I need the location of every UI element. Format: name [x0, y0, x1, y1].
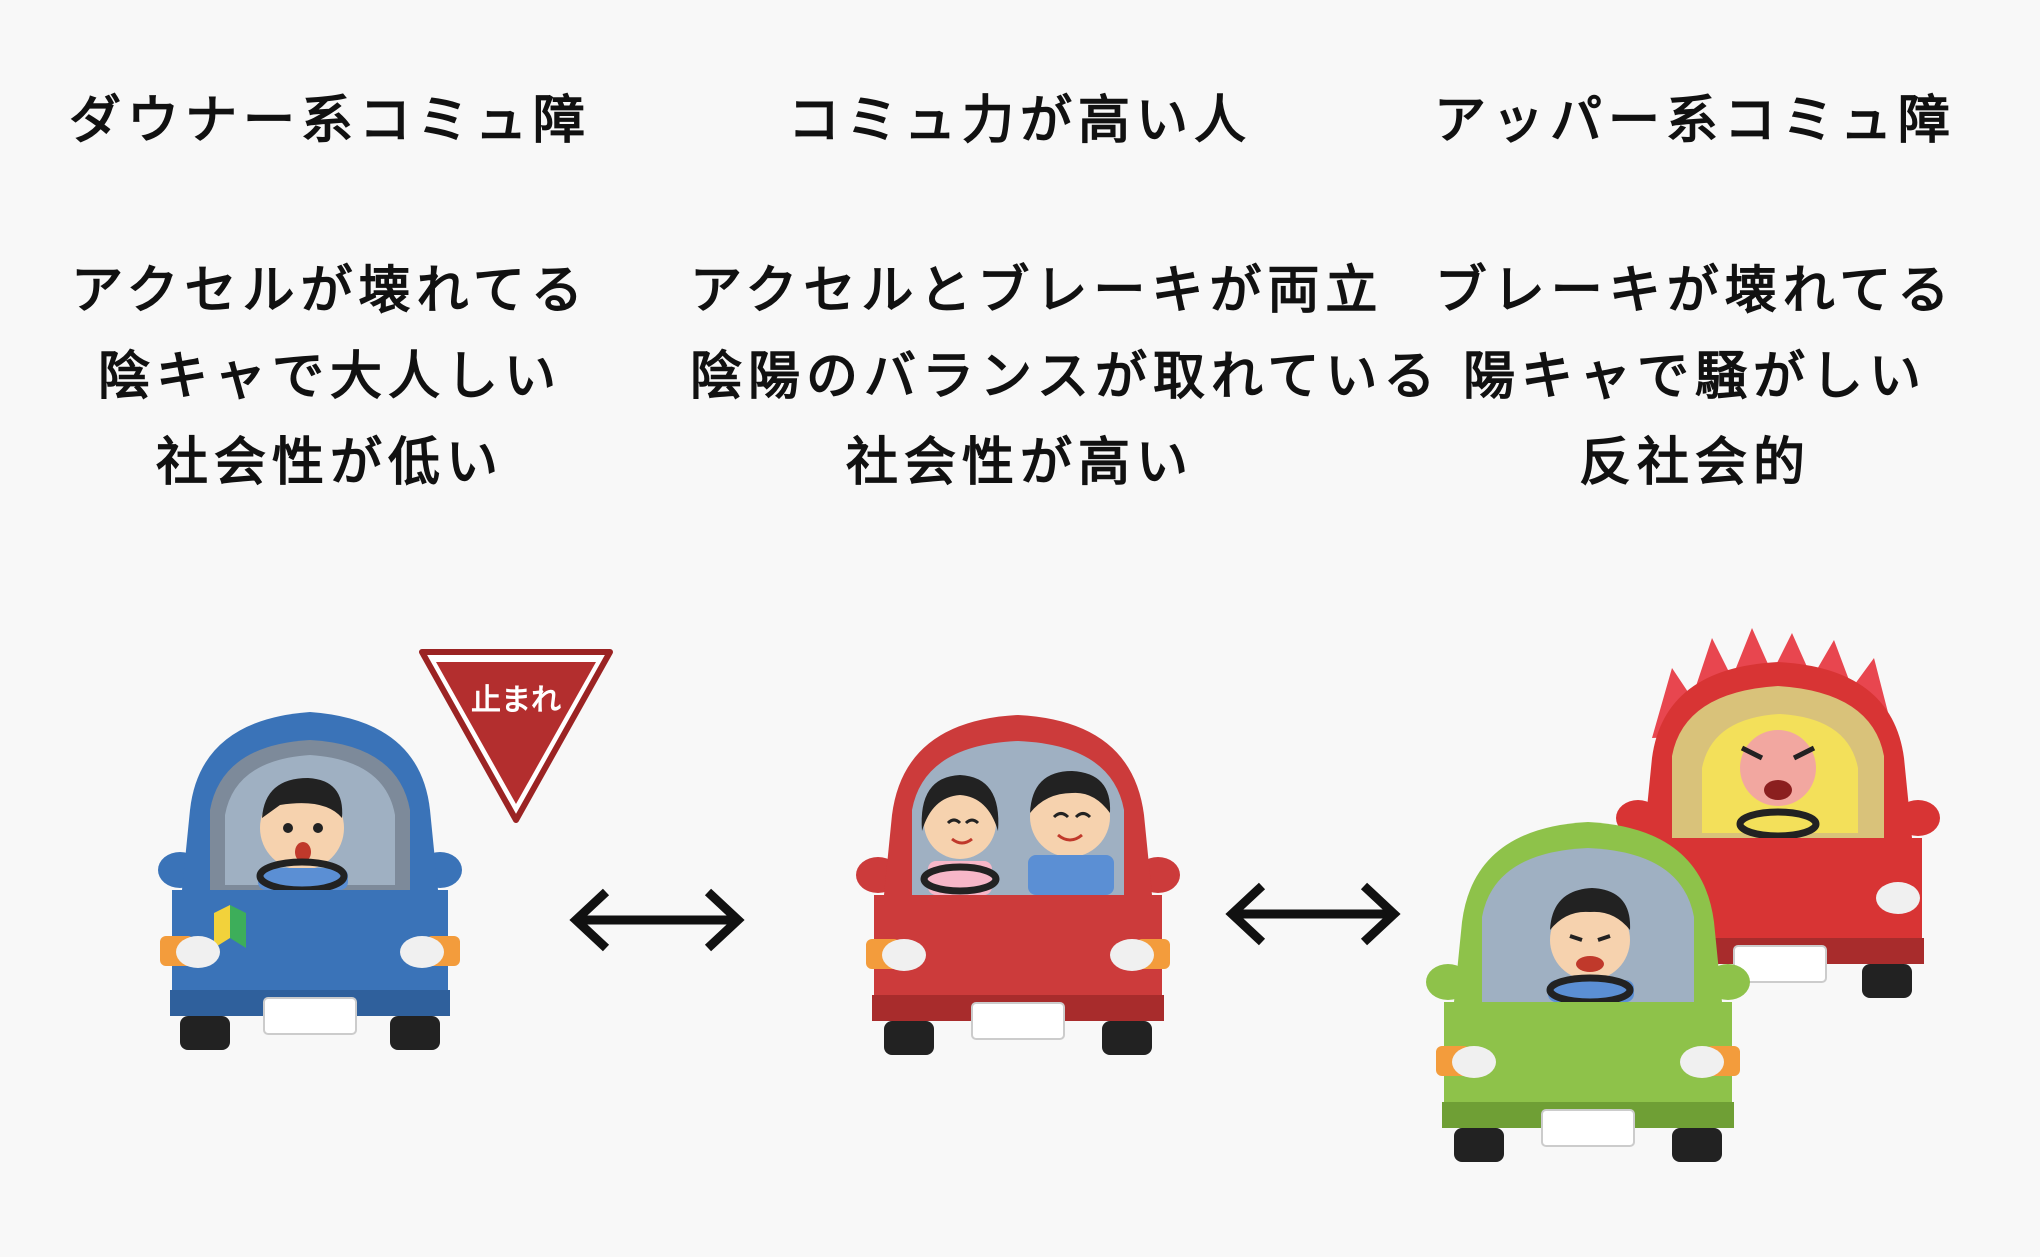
- double-arrow-icon: [1225, 882, 1401, 946]
- description-line: 陽キャで騒がしい: [1462, 347, 1927, 407]
- stop-sign-icon: 止まれ: [419, 649, 613, 823]
- description-line: ブレーキが壊れてる: [1434, 261, 1956, 321]
- column-title: アッパー系コミュ障: [1433, 91, 1956, 151]
- description-line: 反社会的: [1578, 433, 1811, 493]
- red-car-icon: [856, 715, 1180, 1055]
- description-line: 社会性が低い: [155, 433, 504, 493]
- column-title: ダウナー系コミュ障: [68, 91, 591, 151]
- description-line: アクセルが壊れてる: [71, 261, 589, 321]
- column-description: アクセルとブレーキが両立 陰陽のバランスが取れている 社会性が高い: [690, 248, 1442, 506]
- green-car-icon: [1426, 822, 1750, 1162]
- description-line: 社会性が高い: [845, 433, 1194, 493]
- description-line: 陰陽のバランスが取れている: [690, 347, 1442, 407]
- column-description: ブレーキが壊れてる 陽キャで騒がしい 反社会的: [1365, 248, 2025, 506]
- stop-sign-text: 止まれ: [471, 683, 561, 718]
- column-title: コミュ力が高い人: [787, 91, 1252, 151]
- double-arrow-icon: [569, 888, 745, 952]
- blue-car-icon: [158, 712, 462, 1050]
- column-description: アクセルが壊れてる 陰キャで大人しい 社会性が低い: [0, 248, 660, 506]
- description-line: アクセルとブレーキが両立: [690, 261, 1384, 321]
- description-line: 陰キャで大人しい: [97, 347, 562, 407]
